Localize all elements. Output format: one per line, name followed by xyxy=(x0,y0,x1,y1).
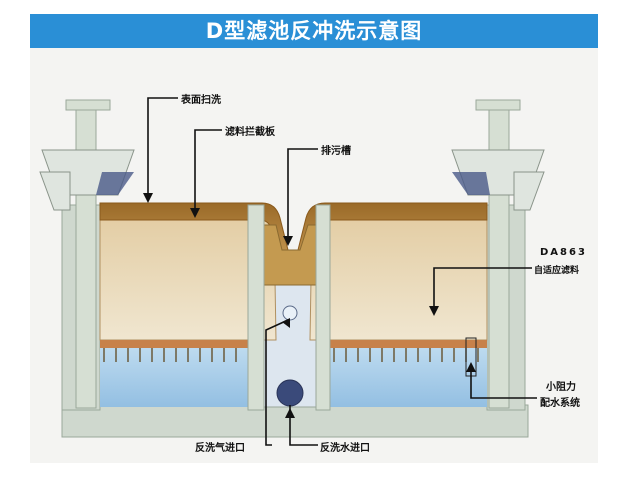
leader-lines xyxy=(147,97,537,446)
right-inlet-channel xyxy=(451,99,545,409)
right-underdrain-plate xyxy=(330,340,487,348)
label-media-retaining-plate: 滤料拦截板 xyxy=(225,127,275,138)
label-filter-media-desc: 自适应滤料 xyxy=(534,266,580,276)
label-drain-trough: 排污槽 xyxy=(321,146,351,157)
drain-trough xyxy=(263,224,321,286)
label-air-inlet: 反洗气进口 xyxy=(195,443,245,454)
label-water-inlet: 反洗水进口 xyxy=(320,443,370,454)
left-water-zone xyxy=(100,345,248,407)
title-bar: D型滤池反冲洗示意图 xyxy=(30,14,598,48)
water-inlet-port xyxy=(276,379,304,407)
label-underdrain-line1: 小阻力 xyxy=(546,382,576,393)
right-water-zone xyxy=(330,345,487,407)
air-inlet-port xyxy=(282,305,298,321)
tank-base xyxy=(61,404,529,438)
leader-arrows xyxy=(143,193,476,418)
left-underdrain-plate xyxy=(100,340,248,348)
right-filter-media xyxy=(309,204,488,341)
label-surface-wash: 表面扫洗 xyxy=(181,95,221,106)
left-inlet-channel xyxy=(39,99,135,409)
diagram-title: D型滤池反冲洗示意图 xyxy=(205,19,423,43)
label-filter-media-name: DA863 xyxy=(540,247,587,258)
label-underdrain-line2: 配水系统 xyxy=(540,398,580,409)
